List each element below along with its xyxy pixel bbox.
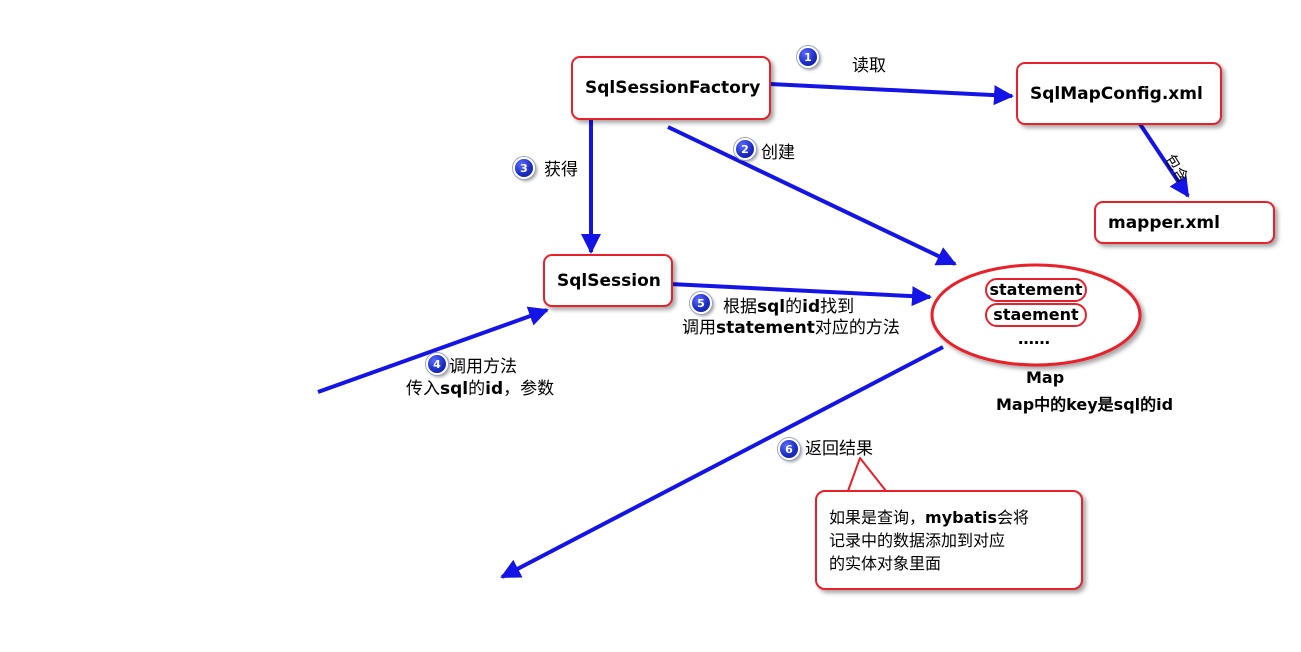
arrow-return [500, 345, 944, 579]
arrow-create [667, 125, 957, 266]
arrow-call [317, 306, 549, 394]
step-2-label: 创建 [761, 143, 795, 163]
sqlsessionfactory-box: SqlSessionFactory [571, 56, 771, 120]
step-5-label-line2: 调用statement对应的方法 [682, 317, 900, 339]
step-5-text-statement: statement [716, 318, 815, 338]
step-3-label: 获得 [544, 160, 578, 180]
sqlmapconfig-label: SqlMapConfig.xml [1030, 83, 1203, 104]
step-5-text-id: id [802, 297, 821, 317]
note-line-3: 的实体对象里面 [829, 554, 942, 573]
step-5-text-a: 根据 [723, 297, 757, 317]
note-callout-tail [847, 457, 887, 492]
step-5-badge: 5 [690, 292, 712, 314]
step-4-text-c: 的 [468, 379, 486, 399]
step-5-text-sql: sql [757, 297, 786, 317]
note-line-2: 记录中的数据添加到对应 [829, 531, 1006, 550]
arrow-read [769, 82, 1014, 106]
arrow-find [669, 282, 932, 307]
note-text-a: 如果是查询， [829, 508, 926, 527]
map-item-statement: statement [985, 278, 1087, 302]
map-more-ellipsis: …… [1018, 329, 1050, 348]
step-4-label-line1: 调用方法 [449, 357, 517, 377]
note-text-c: 会将 [997, 508, 1030, 527]
step-6-badge: 6 [778, 438, 800, 460]
step-2-badge: 2 [734, 138, 756, 160]
step-4-label-line2: 传入sql的id，参数 [406, 378, 554, 400]
note-text-mybatis: mybatis [925, 508, 998, 527]
arrow-contains [1138, 122, 1190, 198]
sqlsession-box: SqlSession [543, 254, 673, 307]
step-4-text-e: ，参数 [503, 379, 555, 399]
mapper-label: mapper.xml [1108, 212, 1220, 233]
map-item-staement: staement [985, 303, 1087, 327]
mapper-box: mapper.xml [1094, 201, 1275, 244]
step-5-text-f: 调用 [682, 318, 716, 338]
step-3-badge: 3 [513, 157, 535, 179]
map-item-staement-label: staement [993, 305, 1079, 324]
step-5-text-g: 对应的方法 [814, 318, 900, 338]
sqlsessionfactory-label: SqlSessionFactory [585, 78, 761, 98]
step-5-text-e: 找到 [820, 297, 855, 317]
query-note-callout: 如果是查询，mybatis会将 记录中的数据添加到对应 的实体对象里面 [815, 490, 1083, 590]
map-description: Map中的key是sql的id [996, 395, 1174, 414]
step-5-text-c: 的 [785, 297, 803, 317]
map-item-statement-label: statement [989, 280, 1083, 299]
step-1-label: 读取 [852, 56, 886, 76]
step-4-text-id: id [485, 379, 504, 399]
step-4-text-a: 传入 [406, 379, 440, 399]
map-title: Map [1026, 368, 1065, 387]
step-5-label-line1: 根据sql的id找到 [723, 296, 854, 318]
note-line-1: 如果是查询，mybatis会将 [829, 506, 1071, 529]
sqlsession-label: SqlSession [557, 270, 661, 291]
step-1-badge: 1 [797, 46, 819, 68]
step-6-label: 返回结果 [805, 439, 873, 459]
step-4-text-sql: sql [440, 379, 469, 399]
sqlmapconfig-box: SqlMapConfig.xml [1016, 62, 1222, 125]
step-4-badge: 4 [426, 353, 448, 375]
